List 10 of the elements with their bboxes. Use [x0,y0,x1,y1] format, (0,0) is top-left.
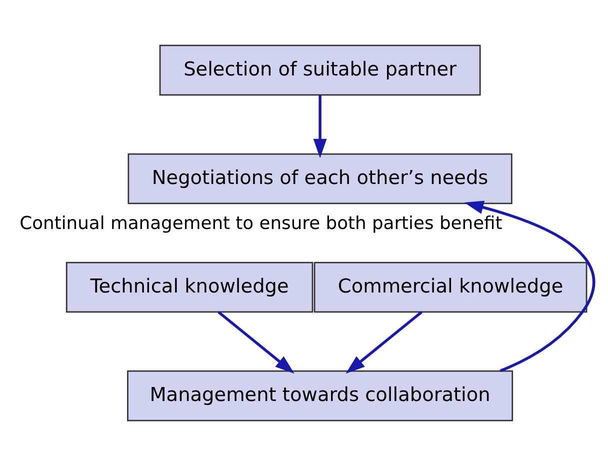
arrow [346,311,422,374]
node-box: Technical knowledge [66,262,314,313]
arrow [464,200,595,372]
edge-label: Continual management to ensure both parties benefit [20,213,502,234]
node-box: Selection of suitable partner [159,44,481,96]
arrow [313,95,327,158]
arrow [218,311,294,374]
node-box: Management towards collaboration [127,370,514,422]
node-box: Commercial knowledge [314,262,588,313]
node-box: Negotiations of each other’s needs [128,153,512,204]
